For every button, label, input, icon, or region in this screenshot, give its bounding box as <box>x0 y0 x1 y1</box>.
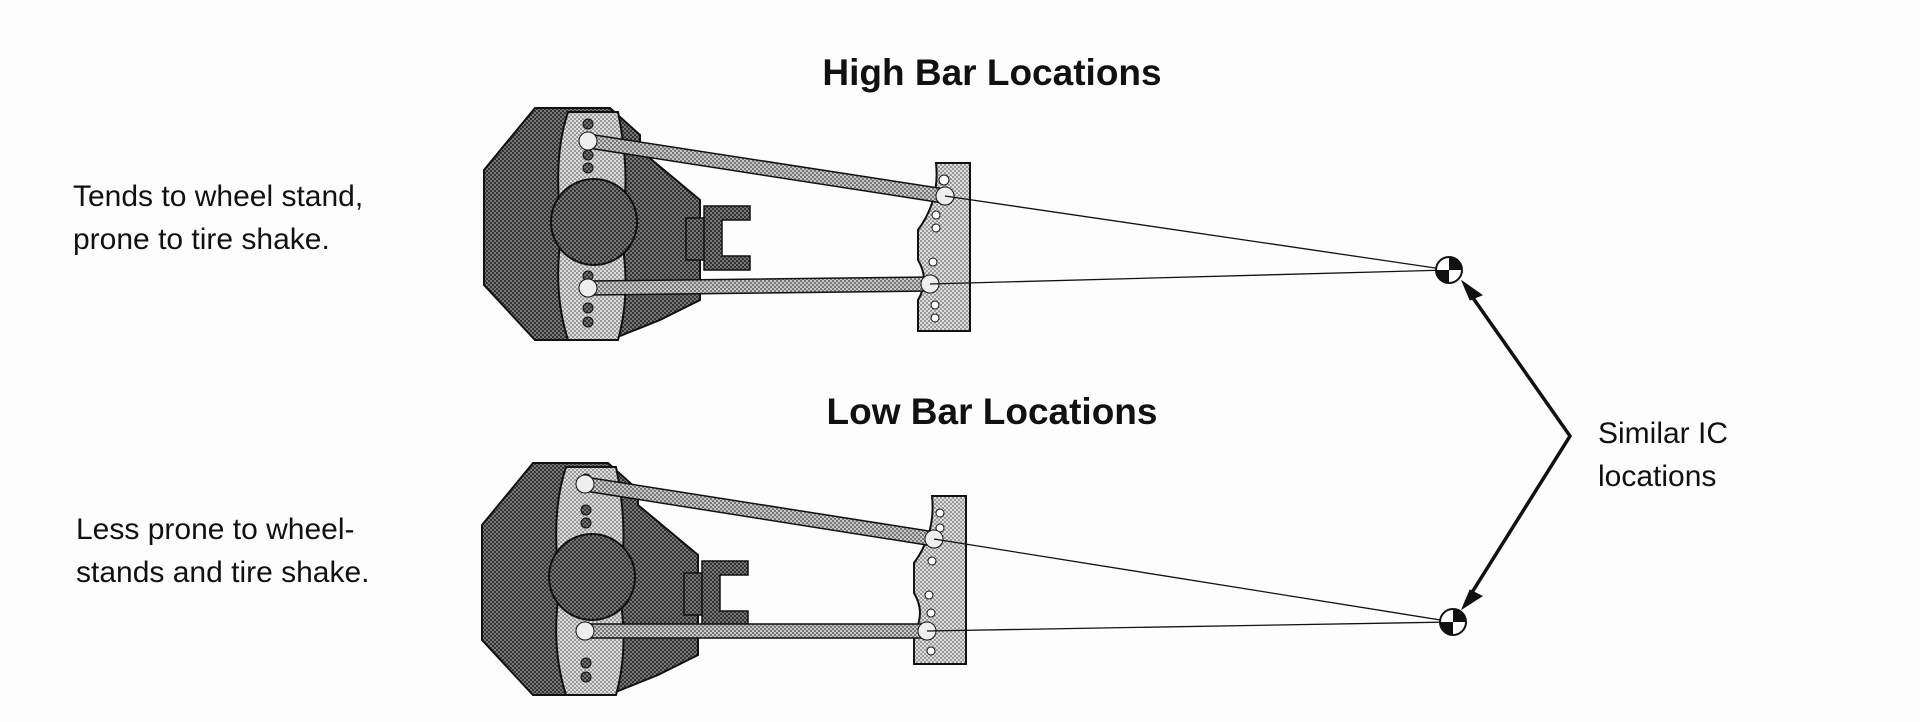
lower-projection-line <box>929 269 1450 285</box>
high-bar-diagram <box>483 107 1463 341</box>
lower-control-bar <box>587 276 931 296</box>
ic-annotation-label: Similar IC locations <box>1598 412 1728 498</box>
annotation-line: Similar IC <box>1598 417 1729 450</box>
upper-projection-line <box>944 195 1450 271</box>
high-bar-caption: Tends to wheel stand, prone to tire shak… <box>73 175 363 261</box>
annotation-line: locations <box>1598 460 1717 493</box>
upper-projection-line <box>933 538 1454 623</box>
instant-center-marker-icon <box>1439 608 1467 636</box>
lower-projection-line <box>926 621 1454 632</box>
low-bar-title: Low Bar Locations <box>826 391 1158 432</box>
high-bar-title: High Bar Locations <box>822 52 1162 93</box>
caption-line: stands and tire shake. <box>76 556 370 589</box>
low-bar-caption: Less prone to wheel- stands and tire sha… <box>76 508 370 594</box>
low-bar-diagram <box>481 462 1467 696</box>
lower-control-bar <box>584 623 926 639</box>
annotation-arrows <box>1460 279 1573 611</box>
instant-center-marker-icon <box>1435 256 1463 284</box>
caption-line: Less prone to wheel- <box>76 513 355 546</box>
caption-line: prone to tire shake. <box>73 223 330 256</box>
caption-line: Tends to wheel stand, <box>73 180 364 213</box>
